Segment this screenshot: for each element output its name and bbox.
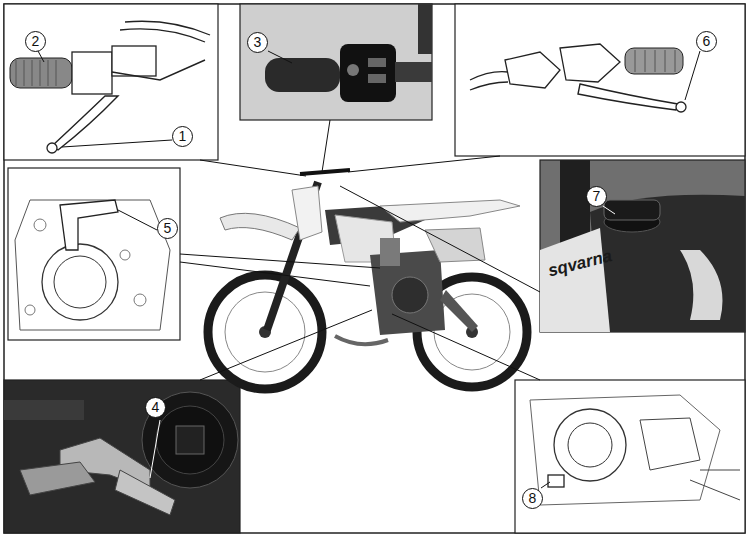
fuel-cap-panel [540,160,745,332]
engine-panel [8,168,180,340]
engine-lower-panel [515,380,745,533]
clutch-lever-panel [4,4,218,160]
foot-pedal-panel [4,380,240,533]
callout-number: 2 [25,31,46,52]
pointer-lines [180,120,540,380]
callout-number: 1 [172,126,193,147]
callout-number: 4 [145,397,166,418]
callout-number: 6 [696,31,717,52]
callout-number: 5 [157,218,178,239]
callout-number: 8 [522,488,543,509]
brake-lever-panel [455,4,745,156]
callout-number: 7 [586,186,607,207]
callout-number: 3 [247,32,268,53]
motorcycle-photo [208,170,527,389]
switch-panel [240,4,432,120]
